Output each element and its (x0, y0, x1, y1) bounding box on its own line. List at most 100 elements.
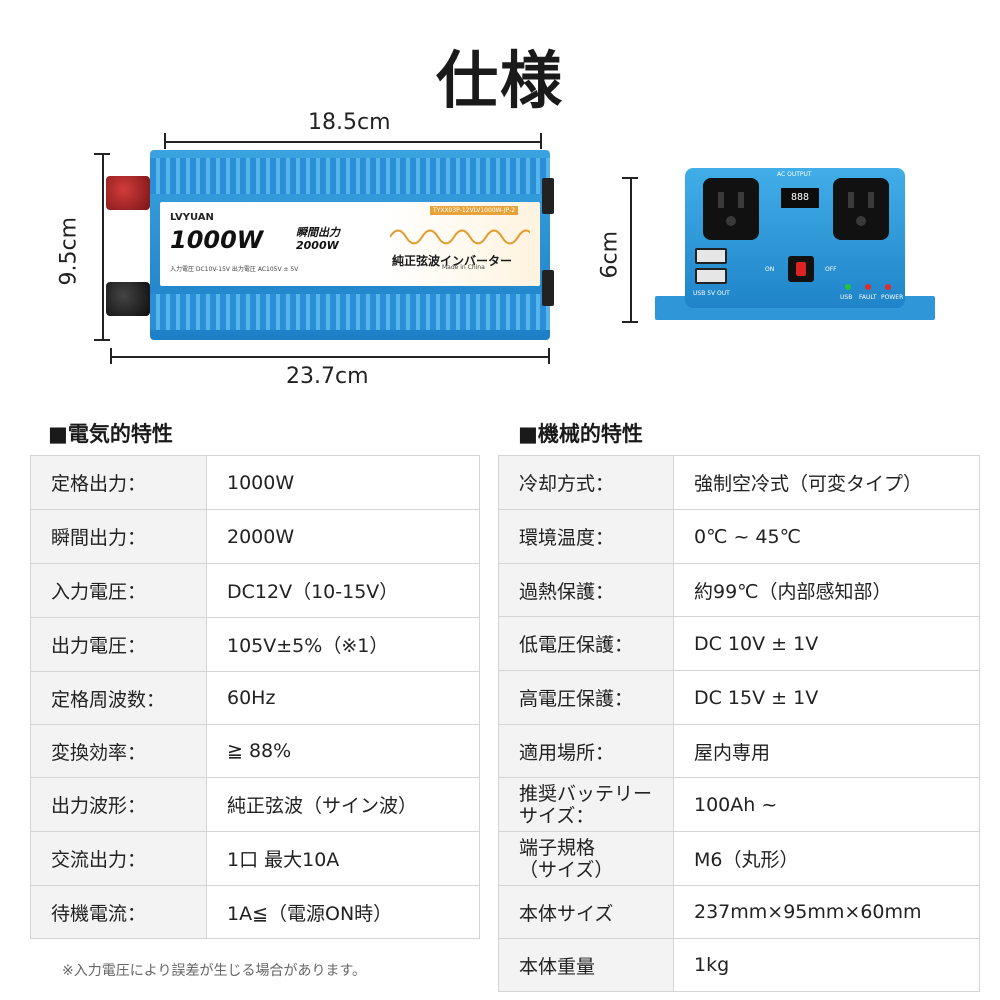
dimension-line-panel (630, 177, 632, 323)
spec-value: 1A≦（電源ON時） (206, 885, 480, 939)
cooling-fins-top (150, 158, 550, 194)
spec-value: DC 10V ± 1V (673, 616, 980, 671)
usb-led-icon (845, 284, 851, 290)
dimension-height-side: 9.5cm (56, 216, 82, 286)
inverter-product-image: TYXX03P-12VLV1000W-JP-2 LVYUAN 1000W 瞬間出… (106, 150, 554, 340)
table-row: 適用場所： 屋内専用 (498, 724, 980, 778)
spec-value: 1kg (673, 938, 980, 992)
spec-key: 過熱保護： (498, 563, 674, 617)
spec-value: 60Hz (206, 671, 480, 725)
footnote: ※入力電圧により誤差が生じる場合があります。 (62, 963, 367, 979)
power-led-icon (885, 284, 891, 290)
spec-key: 推奨バッテリー サイズ： (498, 777, 674, 832)
table-row: 変換効率： ≧ 88% (30, 724, 480, 778)
spec-key: 瞬間出力： (30, 509, 207, 564)
spec-value: 2000W (206, 509, 480, 564)
spec-key: 低電圧保護： (498, 616, 674, 671)
dimension-tick (548, 348, 550, 364)
dimension-tick (94, 153, 110, 155)
dimension-panel-height: 6cm (597, 230, 623, 279)
table-row: 瞬間出力： 2000W (30, 509, 480, 564)
table-row: 定格出力： 1000W (30, 455, 480, 510)
usb-port-icon (695, 248, 727, 264)
dimension-tick (540, 133, 542, 149)
spec-key: 本体重量 (498, 938, 674, 992)
spec-key: 端子規格 （サイズ） (498, 831, 674, 886)
spec-value: 屋内専用 (673, 724, 980, 778)
table-row: 環境温度： 0℃ ~ 45℃ (498, 509, 980, 564)
spec-key-line: 端子規格 (519, 836, 596, 859)
usb-port-icon (695, 268, 727, 284)
dimension-tick (110, 348, 112, 364)
ac-outlet-icon (833, 178, 889, 240)
electrical-spec-table: 定格出力： 1000W 瞬間出力： 2000W 入力電圧： DC12V（10-1… (30, 455, 480, 939)
spec-key-line: 推奨バッテリー (519, 782, 653, 805)
mechanical-section-title: ■機械的特性 (518, 422, 643, 446)
voltage-display: 888 (781, 188, 819, 208)
brand-logo: LVYUAN (170, 212, 214, 223)
dimension-line-left (102, 153, 104, 341)
usb-out-label: USB 5V OUT (693, 290, 730, 297)
table-row: 入力電圧： DC12V（10-15V） (30, 563, 480, 618)
peak-power-label: 瞬間出力 2000W (296, 226, 340, 252)
peak-value-text: 2000W (296, 239, 339, 252)
dimension-tick (94, 339, 110, 341)
spec-key: 交流出力： (30, 831, 207, 886)
electrical-section-title: ■電気的特性 (48, 422, 173, 446)
dimension-tick (164, 133, 166, 149)
front-panel-image: AC OUTPUT 888 USB 5V OUT ON OFF USB FAUL… (655, 168, 935, 323)
on-label: ON (765, 266, 775, 273)
dimension-width-top: 18.5cm (308, 110, 391, 135)
spec-value: DC12V（10-15V） (206, 563, 480, 618)
fault-led-icon (865, 284, 871, 290)
page-title: 仕様 (435, 44, 564, 117)
spec-value: 純正弦波（サイン波） (206, 777, 480, 832)
spec-value: 約99℃（内部感知部） (673, 563, 980, 617)
spec-value: DC 15V ± 1V (673, 670, 980, 725)
spec-key: 待機電流： (30, 885, 207, 939)
pure-sine-wave-label: 純正弦波インバーター (392, 254, 513, 268)
led-power-label: POWER (881, 294, 904, 301)
spec-key: 環境温度： (498, 509, 674, 564)
model-number: TYXX03P-12VLV1000W-JP-2 (430, 206, 519, 215)
spec-key-line: サイズ： (519, 804, 595, 827)
off-label: OFF (825, 266, 837, 273)
dimension-line-bottom (110, 356, 550, 358)
spec-value: 105V±5%（※1） (206, 617, 480, 672)
spec-value: 100Ah ~ (673, 777, 980, 832)
table-row: 出力電圧： 105V±5%（※1） (30, 617, 480, 672)
table-row: 冷却方式： 強制空冷式（可変タイプ） (498, 455, 980, 510)
table-row: 過熱保護： 約99℃（内部感知部） (498, 563, 980, 617)
spec-key: 変換効率： (30, 724, 207, 778)
spec-key: 定格周波数： (30, 671, 207, 725)
ac-output-label: AC OUTPUT (777, 171, 812, 178)
dimension-width-bottom: 23.7cm (286, 364, 369, 389)
spec-value: 強制空冷式（可変タイプ） (673, 455, 980, 510)
panel-body: AC OUTPUT 888 USB 5V OUT ON OFF USB FAUL… (685, 168, 905, 308)
spec-key: 本体サイズ (498, 885, 674, 939)
table-row: 端子規格 （サイズ） M6（丸形） (498, 831, 980, 886)
table-row: 本体サイズ 237mm×95mm×60mm (498, 885, 980, 939)
spec-value: 1000W (206, 455, 480, 510)
spec-key-line: （サイズ） (519, 858, 614, 881)
table-row: 交流出力： 1口 最大10A (30, 831, 480, 886)
peak-label-text: 瞬間出力 (296, 226, 340, 239)
dimension-line-top (164, 141, 542, 143)
positive-terminal-icon (106, 176, 150, 210)
spec-key: 冷却方式： (498, 455, 674, 510)
side-switch-icon (542, 270, 554, 306)
spec-key: 入力電圧： (30, 563, 207, 618)
spec-value: 0℃ ~ 45℃ (673, 509, 980, 564)
negative-terminal-icon (106, 282, 150, 316)
table-row: 本体重量 1kg (498, 938, 980, 992)
spec-key: 定格出力： (30, 455, 207, 510)
power-switch-icon (788, 256, 814, 282)
spec-key: 出力波形： (30, 777, 207, 832)
table-row: 推奨バッテリー サイズ： 100Ah ~ (498, 777, 980, 832)
product-label: TYXX03P-12VLV1000W-JP-2 LVYUAN 1000W 瞬間出… (160, 202, 540, 286)
sine-wave-icon (390, 229, 530, 245)
led-usb-label: USB (840, 294, 853, 301)
made-in-label: Made in China (442, 264, 485, 271)
table-row: 低電圧保護： DC 10V ± 1V (498, 616, 980, 671)
ac-outlet-icon (703, 178, 759, 240)
